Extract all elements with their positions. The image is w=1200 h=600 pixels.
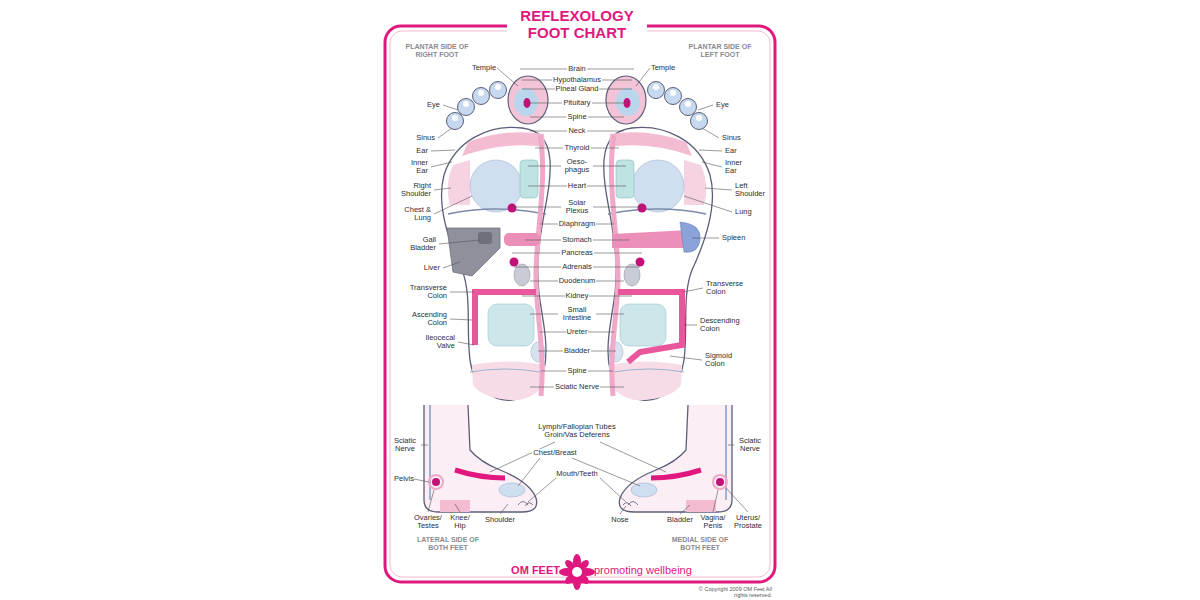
organ-label: Temple bbox=[472, 64, 496, 72]
organ-label: Ascending Colon bbox=[408, 311, 447, 327]
organ-label: Neck bbox=[567, 127, 586, 135]
organ-label: Descending Colon bbox=[700, 317, 745, 333]
organ-label: Stomach bbox=[561, 236, 593, 244]
organ-label: Eye bbox=[427, 101, 440, 109]
organ-label: Bladder bbox=[667, 516, 693, 524]
organ-label: Diaphragm bbox=[558, 220, 597, 228]
organ-label: Hypothalamus bbox=[552, 76, 602, 84]
organ-label: Lung bbox=[735, 208, 752, 216]
organ-label: Pituitary bbox=[562, 99, 591, 107]
organ-label: Sciatic Nerve bbox=[554, 383, 600, 391]
organ-label: Brain bbox=[567, 65, 587, 73]
organ-label: Oeso- phagus bbox=[561, 158, 593, 174]
organ-label: Ear bbox=[725, 147, 737, 155]
tagline: promoting wellbeing bbox=[594, 565, 692, 577]
organ-label: Pineal Gland bbox=[555, 85, 600, 93]
organ-label: Pancreas bbox=[560, 249, 594, 257]
organ-label: Spleen bbox=[722, 234, 745, 242]
organ-label: Sciatic Nerve bbox=[390, 437, 420, 453]
organ-label: Spine bbox=[566, 367, 587, 375]
organ-label: Eye bbox=[716, 101, 729, 109]
section-heading: LATERAL SIDE OF BOTH FEET bbox=[415, 536, 481, 552]
organ-label: Mouth/Teeth bbox=[555, 470, 598, 478]
organ-label: Gall Bladder bbox=[407, 236, 436, 252]
organ-label: Temple bbox=[651, 64, 675, 72]
organ-label: Duodenum bbox=[558, 277, 597, 285]
organ-label: Kidney bbox=[565, 292, 590, 300]
organ-label: Ear bbox=[416, 147, 428, 155]
organ-label: Sinus bbox=[416, 134, 435, 142]
organ-label: Inner Ear bbox=[406, 159, 428, 175]
organ-label: Chest & Lung bbox=[401, 206, 431, 222]
section-heading: PLANTAR SIDE OF RIGHT FOOT bbox=[404, 43, 470, 59]
organ-label: Inner Ear bbox=[725, 159, 747, 175]
organ-label: Chest/Breast bbox=[532, 449, 577, 457]
organ-label: Knee/ Hip bbox=[449, 514, 471, 530]
organ-label: Uterus/ Prostate bbox=[732, 514, 765, 530]
organ-label: Pelvis bbox=[394, 475, 414, 483]
organ-label: Solar Plexus bbox=[561, 199, 593, 215]
chart-title: REFLEXOLOGY FOOT CHART bbox=[507, 8, 647, 41]
organ-label: Transverse Colon bbox=[407, 284, 447, 300]
organ-label: Left Shoulder bbox=[735, 182, 767, 198]
section-heading: MEDIAL SIDE OF BOTH FEET bbox=[667, 536, 733, 552]
organ-label: Ureter bbox=[566, 328, 589, 336]
organ-label: Vagina/ Penis bbox=[698, 514, 728, 530]
organ-label: Sigmoid Colon bbox=[705, 352, 738, 368]
organ-label: Thyroid bbox=[563, 144, 590, 152]
organ-label: Ileocecal Valve bbox=[418, 334, 455, 350]
section-heading: PLANTAR SIDE OF LEFT FOOT bbox=[687, 43, 753, 59]
organ-label: Spine bbox=[566, 113, 587, 121]
organ-label: Heart bbox=[567, 182, 587, 190]
organ-label: Ovaries/ Testes bbox=[413, 514, 443, 530]
organ-label: Liver bbox=[424, 264, 440, 272]
organ-label: Bladder bbox=[563, 347, 591, 355]
copyright-note: © Copyright 2009 OM Feet All rights rese… bbox=[692, 586, 772, 598]
brand-name: OM FEET bbox=[511, 565, 560, 577]
organ-label: Right Shoulder bbox=[399, 182, 431, 198]
organ-label: Sinus bbox=[722, 134, 741, 142]
organ-label: Sciatic Nerve bbox=[735, 437, 765, 453]
organ-label: Adrenals bbox=[561, 263, 593, 271]
organ-label: Shoulder bbox=[485, 516, 515, 524]
organ-label: Small Intestine bbox=[558, 306, 596, 322]
organ-label: Nose bbox=[611, 516, 629, 524]
organ-label: Transverse Colon bbox=[706, 280, 746, 296]
organ-label: Lymph/Fallopian Tubes Groin/Vas Deferens bbox=[530, 423, 624, 439]
